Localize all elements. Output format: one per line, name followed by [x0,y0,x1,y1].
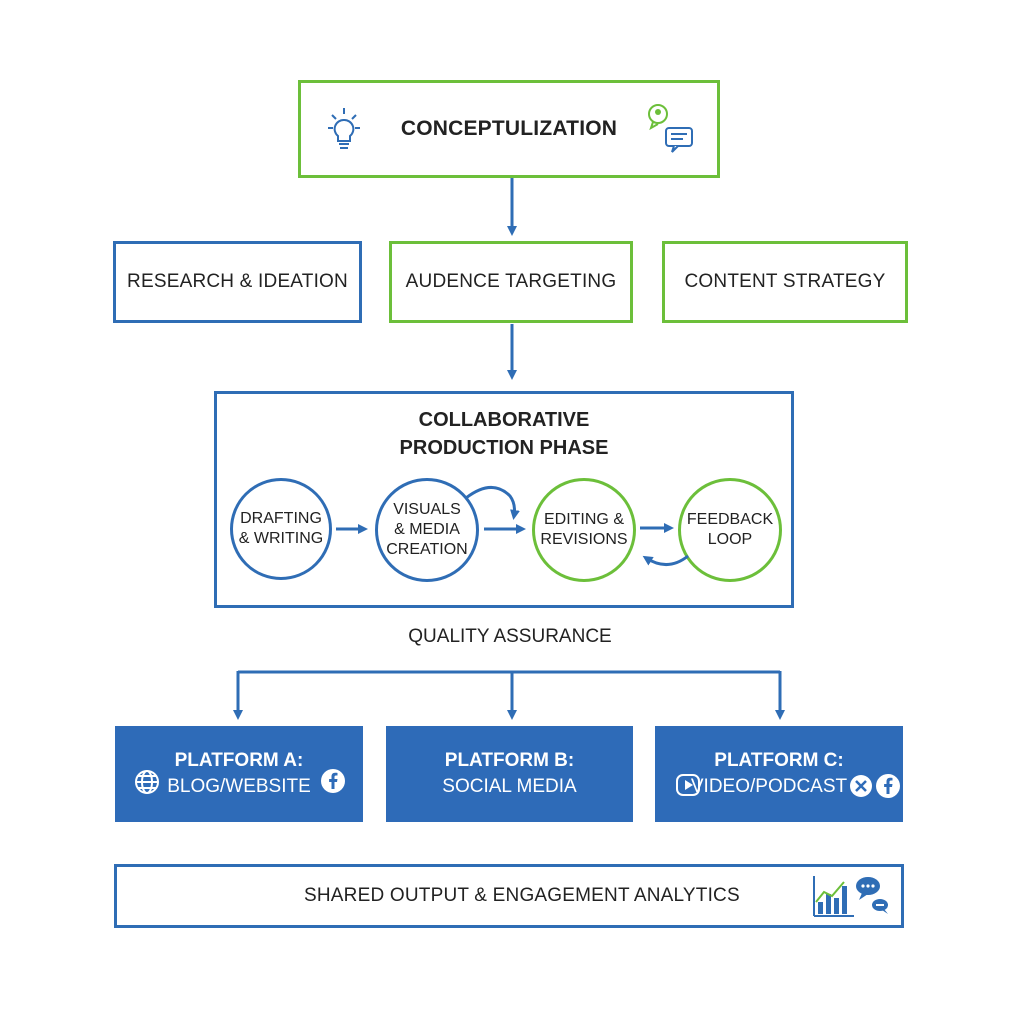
quality-assurance-label: QUALITY ASSURANCE [408,626,612,647]
step-editing-revisions: EDITING & REVISIONS [532,478,636,582]
platform-b-subtitle: SOCIAL MEDIA [442,776,577,797]
globe-icon [135,770,159,794]
play-icon [676,774,700,796]
platform-b-title: PLATFORM B: [444,750,575,771]
audience-targeting-label: AUDENCE TARGETING [405,271,617,292]
production-title-line2: PRODUCTION PHASE [399,437,609,459]
step-feedback-loop: FEEDBACK LOOP [678,478,782,582]
platform-a-box: PLATFORM A: BLOG/WEBSITE [115,726,363,822]
step-drafting-writing: DRAFTING & WRITING [230,478,332,580]
step-drafting-label: DRAFTING & WRITING [238,510,324,547]
platform-a-subtitle: BLOG/WEBSITE [167,776,311,797]
step-visuals-media: VISUALS & MEDIA CREATION [375,478,479,582]
shared-output-label: SHARED OUTPUT & ENGAGEMENT ANALYTICS [304,885,740,906]
audience-targeting-box: AUDENCE TARGETING [389,241,633,323]
x-icon [850,775,872,797]
shared-output-box: SHARED OUTPUT & ENGAGEMENT ANALYTICS [114,864,904,928]
conceptualization-title: CONCEPTULIZATION [400,117,618,140]
chat-bubbles-icon [856,877,888,914]
lightbulb-icon [328,108,360,149]
research-ideation-box: RESEARCH & IDEATION [113,241,362,323]
step-editing-label: EDITING & REVISIONS [540,511,628,548]
facebook-icon [876,774,900,798]
research-ideation-label: RESEARCH & IDEATION [127,271,348,292]
platform-b-box: PLATFORM B: SOCIAL MEDIA [386,726,633,822]
facebook-icon [321,769,345,793]
platform-a-title: PLATFORM A: [174,750,304,771]
platform-c-box: PLATFORM C: VIDEO/PODCAST [655,726,903,822]
production-title-line1: COLLABORATIVE [418,409,590,431]
step-feedback-label: FEEDBACK LOOP [686,511,774,548]
content-strategy-box: CONTENT STRATEGY [662,241,908,323]
content-strategy-label: CONTENT STRATEGY [684,271,886,292]
platform-c-subtitle: VIDEO/PODCAST [690,776,848,797]
analytics-chart-icon [813,876,854,917]
platform-c-title: PLATFORM C: [714,750,844,771]
step-visuals-label: VISUALS & MEDIA CREATION [386,501,468,558]
chat-bubbles-icon [648,104,693,153]
